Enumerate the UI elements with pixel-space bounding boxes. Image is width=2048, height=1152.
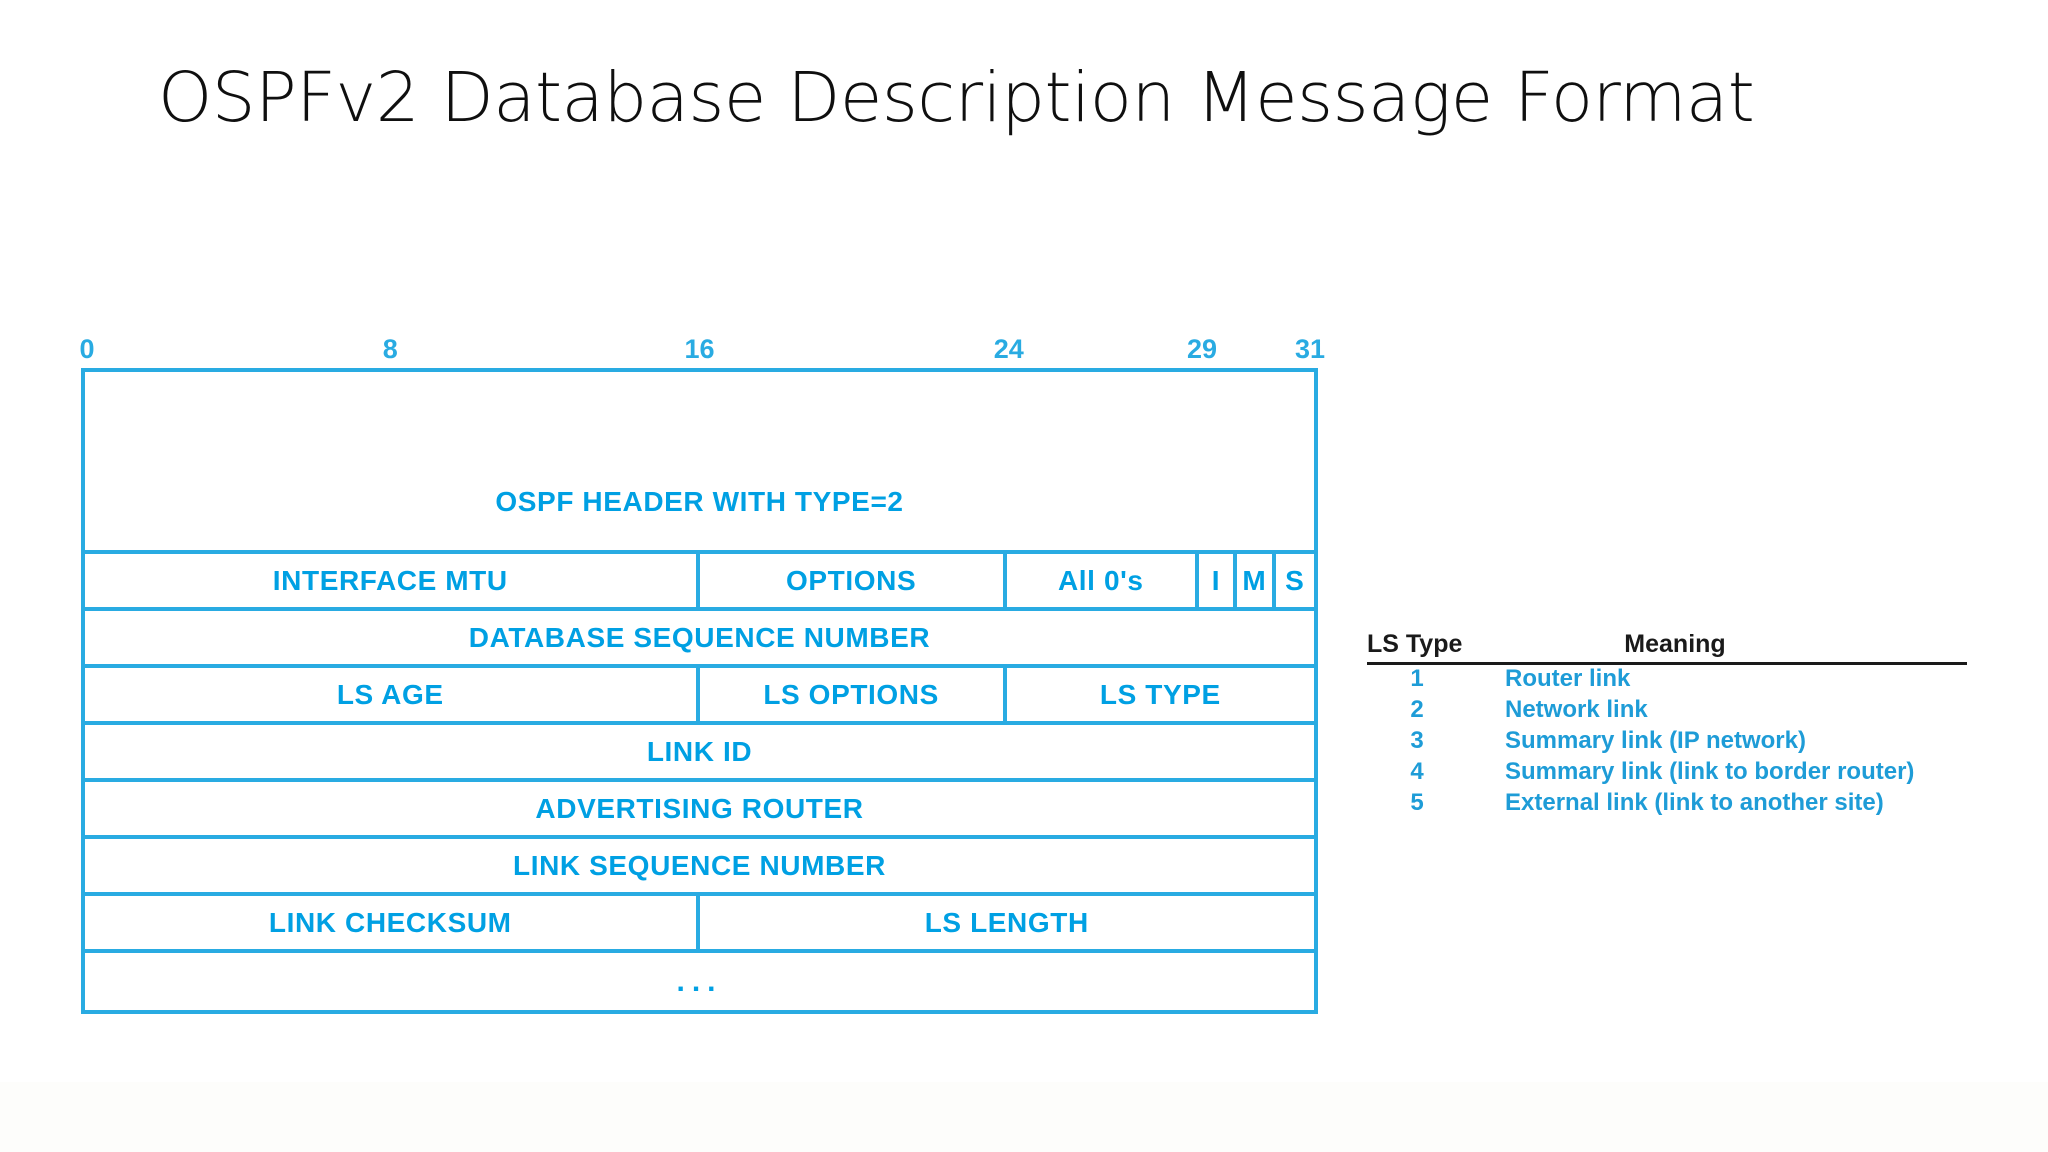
slide-footer-band [0, 1082, 2048, 1152]
packet-row-link-sequence-number: LINK SEQUENCE NUMBER [85, 839, 1314, 896]
ls-type-meaning: External link (link to another site) [1505, 789, 1884, 816]
ls-type-meaning: Summary link (IP network) [1505, 727, 1806, 754]
packet-row-advertising-router: ADVERTISING ROUTER [85, 782, 1314, 839]
bit-ruler-tick-8: 8 [382, 334, 398, 364]
packet-field-ospf-header-with-type-2: OSPF HEADER WITH TYPE=2 [85, 372, 1314, 550]
ls-type-value: 3 [1410, 727, 1424, 754]
bit-ruler: 0 8 16 24 29 31 [79, 332, 1325, 366]
packet-field-ls-age: LS AGE [85, 668, 700, 721]
packet-field-link-checksum: LINK CHECKSUM [85, 896, 700, 949]
packet-field-label: OSPF HEADER WITH TYPE=2 [495, 486, 904, 517]
packet-row-link-checksum-ls-length: LINK CHECKSUM LS LENGTH [85, 896, 1314, 953]
bit-ruler-tick-0: 0 [79, 334, 95, 364]
packet-row-database-sequence-number: DATABASE SEQUENCE NUMBER [85, 611, 1314, 668]
ls-type-row: 1 Router link [1367, 665, 1967, 696]
packet-field-all-0-s: All 0's [1007, 554, 1199, 607]
meaning-column-header: Meaning [1624, 630, 1726, 658]
packet-field-s: S [1285, 564, 1305, 596]
ls-type-table-header: LS Type Meaning [1367, 630, 1967, 665]
packet-field-advertising-router: ADVERTISING ROUTER [535, 792, 864, 824]
packet-field-link-id: LINK ID [646, 735, 753, 767]
ls-type-row: 2 Network link [1367, 696, 1967, 727]
packet-field-: ... [676, 964, 723, 998]
ls-type-meaning: Network link [1505, 696, 1648, 723]
ls-type-value: 4 [1410, 758, 1424, 785]
ls-type-value: 1 [1410, 665, 1424, 692]
ls-type-row: 5 External link (link to another site) [1367, 789, 1967, 820]
packet-field-ls-options: LS OPTIONS [700, 668, 1007, 721]
page-title: OSPFv2 Database Description Message Form… [158, 58, 1755, 138]
ls-type-meaning: Summary link (link to border router) [1505, 758, 1915, 785]
packet-field-database-sequence-number: DATABASE SEQUENCE NUMBER [468, 621, 931, 653]
packet-field-link-sequence-number: LINK SEQUENCE NUMBER [513, 849, 886, 881]
packet-field-i: I [1199, 554, 1238, 607]
packet-field-m: M [1237, 554, 1276, 607]
ls-type-value: 2 [1410, 696, 1424, 723]
ls-type-column-header: LS Type [1367, 630, 1463, 658]
packet-field-interface-mtu: INTERFACE MTU [85, 554, 700, 607]
packet-row-continuation: ... [85, 953, 1314, 1010]
packet-field-ls-length: LS LENGTH [924, 906, 1089, 938]
ls-type-meaning: Router link [1505, 665, 1631, 692]
ls-type-reference-table: LS Type Meaning 1 Router link 2 Network lin… [1367, 630, 1967, 820]
packet-field-ls-type: LS TYPE [1099, 678, 1221, 710]
bit-ruler-tick-29: 29 [1187, 334, 1218, 364]
bit-ruler-tick-24: 24 [993, 334, 1024, 364]
ls-type-row: 3 Summary link (IP network) [1367, 727, 1967, 758]
packet-field-options: OPTIONS [700, 554, 1007, 607]
bit-ruler-tick-16: 16 [684, 334, 715, 364]
packet-row-link-id: LINK ID [85, 725, 1314, 782]
packet-row-ospf-header: OSPF HEADER WITH TYPE=2 [85, 372, 1314, 554]
ls-type-value: 5 [1410, 789, 1424, 816]
ls-type-row: 4 Summary link (link to border router) [1367, 758, 1967, 789]
bit-ruler-tick-31: 31 [1294, 334, 1326, 364]
